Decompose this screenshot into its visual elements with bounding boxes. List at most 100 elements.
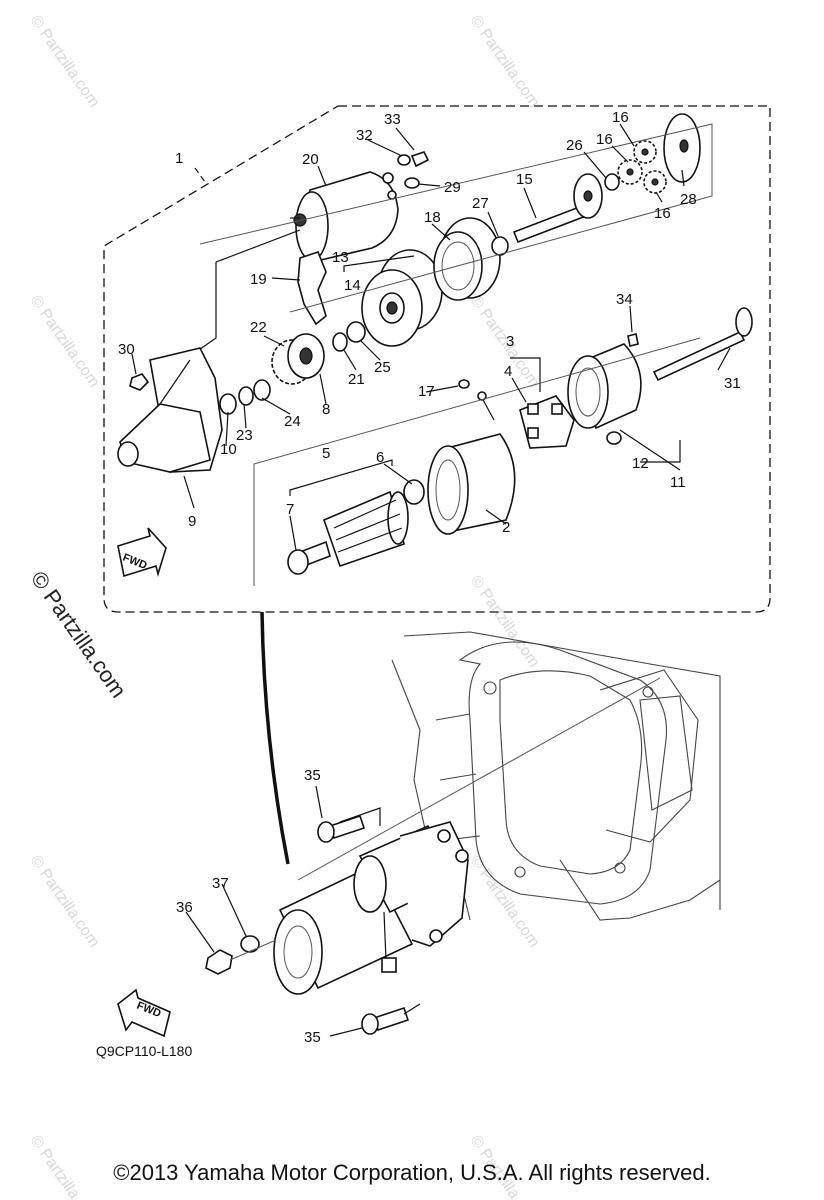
watermark: © Partzilla.com <box>467 13 543 111</box>
callout-12: 12 <box>632 455 649 472</box>
callout-22: 22 <box>250 319 267 336</box>
bearing <box>287 549 309 575</box>
rear-cover <box>567 343 642 430</box>
callout-4: 4 <box>504 363 512 380</box>
planetary-gears <box>617 140 667 194</box>
callout-15: 15 <box>516 171 533 188</box>
callout-19: 19 <box>250 271 267 288</box>
watermark: © Partzilla.com <box>467 573 543 671</box>
callout-5: 5 <box>322 445 330 462</box>
washer <box>346 321 366 343</box>
lead-wire <box>481 397 495 421</box>
drive-shaft <box>512 173 603 244</box>
armature <box>299 490 409 568</box>
callout-20: 20 <box>302 151 319 168</box>
callout-28: 28 <box>680 191 697 208</box>
pinion-gear <box>271 333 325 385</box>
leader-line <box>215 229 301 263</box>
starter-motor-installed <box>273 821 469 995</box>
callout-29: 29 <box>444 179 461 196</box>
collar <box>253 379 271 401</box>
leader-lines <box>131 123 731 1037</box>
bearing <box>219 393 237 415</box>
diagram-code: Q9CP110-L180 <box>96 1043 192 1059</box>
leader-line <box>195 262 217 353</box>
shift-lever <box>297 251 327 326</box>
snap-ring <box>332 332 348 352</box>
watermark-layer: © Partzilla.com © Partzilla.com © Partzi… <box>27 13 543 1200</box>
callout-27: 27 <box>472 195 489 212</box>
nut <box>129 373 150 391</box>
mounting-bolt-upper <box>317 814 366 843</box>
watermark: © Partzilla.com <box>27 293 103 391</box>
callout-23: 23 <box>236 427 253 444</box>
callout-26: 26 <box>566 137 583 154</box>
fwd-arrow-top: FWD <box>117 527 167 578</box>
lock-washer <box>240 935 260 953</box>
callout-33: 33 <box>384 111 401 128</box>
solenoid-switch <box>290 171 399 263</box>
callout-17: 17 <box>418 383 435 400</box>
callout-30: 30 <box>118 341 135 358</box>
snap-ring <box>238 386 254 406</box>
callout-3: 3 <box>506 333 514 350</box>
axis-guide <box>199 123 713 313</box>
callout-9: 9 <box>188 513 196 530</box>
callout-18: 18 <box>424 209 441 226</box>
callout-25: 25 <box>374 359 391 376</box>
washer <box>604 173 620 191</box>
assembly-boundary <box>103 105 771 613</box>
leader-line <box>229 939 277 961</box>
bracket-13 <box>343 255 415 272</box>
cover-plate <box>663 113 701 183</box>
bearing <box>403 479 425 505</box>
screw <box>627 333 639 347</box>
callout-14: 14 <box>344 277 361 294</box>
callout-1: 1 <box>175 150 183 167</box>
callout-11: 11 <box>670 474 686 491</box>
front-housing <box>117 347 223 473</box>
callout-13: 13 <box>332 249 349 266</box>
fwd-arrow-bottom: FWD <box>117 988 171 1038</box>
grommet <box>606 431 622 445</box>
bracket-5 <box>289 459 393 496</box>
callout-6: 6 <box>376 449 384 466</box>
callout-31: 31 <box>724 375 741 392</box>
nut <box>205 949 233 975</box>
bracket-3 <box>510 357 541 392</box>
callout-35-upper: 35 <box>304 767 321 784</box>
callout-16a: 16 <box>612 109 629 126</box>
through-bolt <box>652 307 753 382</box>
washer <box>491 236 509 256</box>
leader-line <box>339 807 381 826</box>
watermark: © Partzilla.com <box>467 853 543 951</box>
brush-holder <box>519 395 575 449</box>
callout-labels: 1 2 3 4 5 6 7 8 9 10 11 12 13 14 15 16 1… <box>118 109 741 1046</box>
field-yoke <box>427 433 516 535</box>
callout-32: 32 <box>356 127 373 144</box>
leader-line <box>403 1003 421 1015</box>
engine-block <box>297 631 721 921</box>
watermark: © Partzilla.com <box>27 853 103 951</box>
callout-8: 8 <box>322 401 330 418</box>
callout-24: 24 <box>284 413 301 430</box>
mounting-bolt-lower <box>361 1006 410 1035</box>
watermark-large: © Partzilla.com <box>26 567 132 703</box>
copyright-notice: ©2013 Yamaha Motor Corporation, U.S.A. A… <box>113 1160 711 1185</box>
leader-1 <box>194 167 206 183</box>
callout-16b: 16 <box>596 131 613 148</box>
callout-21: 21 <box>348 371 365 388</box>
bracket-12 <box>640 440 681 463</box>
assembly-link-line <box>260 611 290 865</box>
callout-34: 34 <box>616 291 633 308</box>
callout-37: 37 <box>212 875 229 892</box>
yoke-housing <box>433 217 501 301</box>
callout-2: 2 <box>502 519 510 536</box>
callout-36: 36 <box>176 899 193 916</box>
watermark: © Partzilla.com <box>27 13 103 111</box>
terminal-nut-washer <box>397 151 430 189</box>
callout-35-lower: 35 <box>304 1029 321 1046</box>
axis-guide <box>253 337 701 586</box>
overrunning-clutch <box>361 249 443 347</box>
